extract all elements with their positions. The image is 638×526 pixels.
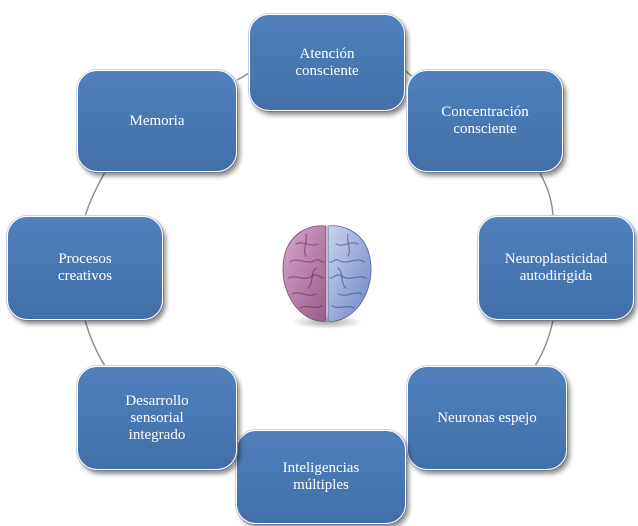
node-memoria: Memoria <box>77 70 237 172</box>
node-neuronas-espejo: Neuronas espejo <box>407 366 567 470</box>
node-neuroplasticidad-autodirigida: Neuroplasticidad autodirigida <box>478 216 634 320</box>
connector-memoria-atencion <box>236 72 250 81</box>
connector-neuroplasticidad-neuronas <box>534 319 554 367</box>
connector-concentracion-neuroplasticidad <box>539 172 554 217</box>
connector-desarrollo-procesos <box>84 319 106 367</box>
node-label: Memoria <box>129 112 185 129</box>
node-label: Neuroplasticidad autodirigida <box>504 251 608 284</box>
node-label: Desarrollo sensorial integrado <box>125 392 189 443</box>
node-atencion-consciente: Atención consciente <box>249 14 405 111</box>
brain-icon <box>282 225 372 329</box>
node-label: Procesos creativos <box>57 251 113 284</box>
node-label: Concentración consciente <box>441 104 529 137</box>
node-label: Atención consciente <box>295 45 359 79</box>
node-inteligencias-multiples: Inteligencias múltiples <box>236 430 406 524</box>
left-hemisphere <box>282 225 327 322</box>
connector-procesos-memoria <box>84 171 106 217</box>
right-hemisphere <box>327 225 372 322</box>
node-concentracion-consciente: Concentración consciente <box>407 70 563 172</box>
node-label: Inteligencias múltiples <box>282 460 360 493</box>
node-desarrollo-sensorial-integrado: Desarrollo sensorial integrado <box>77 366 237 470</box>
node-label: Neuronas espejo <box>437 409 537 426</box>
node-procesos-creativos: Procesos creativos <box>7 216 163 320</box>
